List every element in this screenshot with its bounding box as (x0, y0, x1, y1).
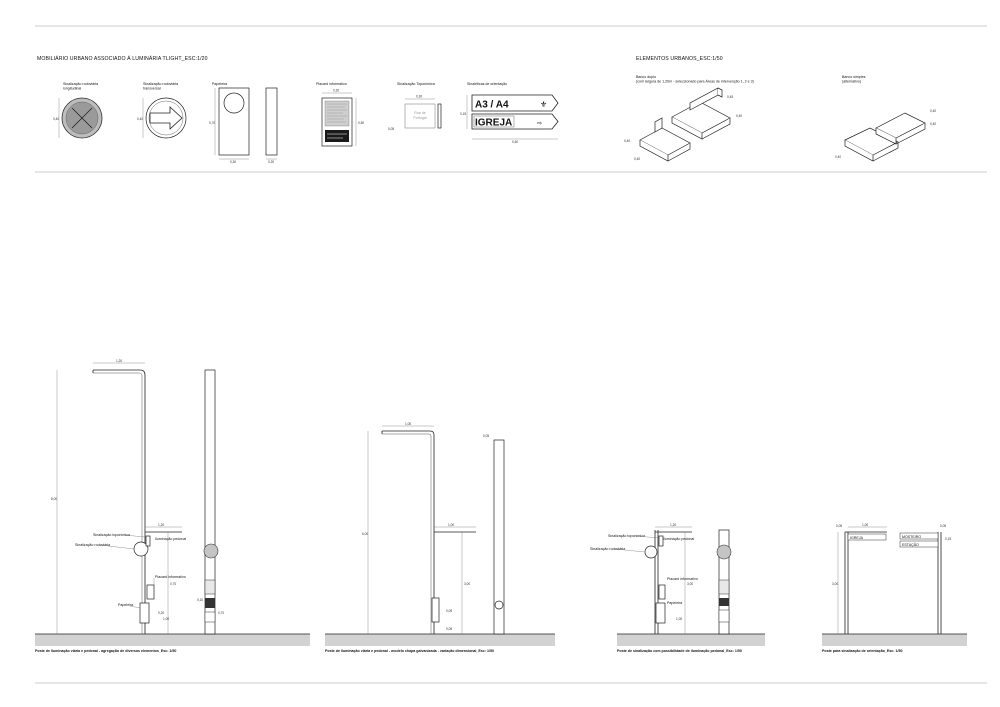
arrow-icon (149, 106, 183, 130)
information-board: Placard informativo 0,30 0,50 (316, 82, 364, 147)
svg-text:3,00: 3,00 (464, 582, 470, 586)
svg-text:6,00: 6,00 (362, 532, 368, 536)
svg-text:A3 / A4: A3 / A4 (475, 100, 509, 111)
svg-text:0,40: 0,40 (634, 157, 640, 161)
svg-text:MOSTEIRO: MOSTEIRO (902, 535, 921, 539)
svg-text:0,40: 0,40 (736, 114, 742, 118)
svg-text:1,20: 1,20 (670, 523, 676, 527)
svg-text:ESTAÇÃO: ESTAÇÃO (902, 542, 919, 547)
svg-text:0,50: 0,50 (358, 121, 364, 125)
svg-text:0,05: 0,05 (388, 127, 394, 131)
elevation-2-galvanized-pole: 1,00 6,00 1,00 3,00 0,05 0,05 0,05 (362, 422, 505, 635)
svg-text:3,00: 3,00 (832, 582, 838, 586)
elevation-3-caption: Poste de sinalização com possibilidade d… (617, 649, 742, 653)
svg-text:1,20: 1,20 (158, 523, 164, 527)
svg-text:(com largura de 1,20m - selecc: (com largura de 1,20m - seleccionado par… (636, 80, 754, 84)
pedestrian-icon: ⇨ (537, 121, 542, 127)
svg-text:Placard informativo: Placard informativo (667, 577, 698, 581)
svg-text:Iluminação pedonal: Iluminação pedonal (663, 537, 694, 541)
svg-text:Placard informativo: Placard informativo (316, 82, 347, 86)
svg-text:3,00: 3,00 (687, 582, 693, 586)
svg-text:0,70: 0,70 (209, 121, 215, 125)
svg-text:0,30: 0,30 (230, 160, 236, 164)
svg-text:0,05: 0,05 (446, 627, 452, 631)
svg-text:Sinalização rodoviária: Sinalização rodoviária (590, 547, 625, 551)
svg-text:0,05: 0,05 (446, 609, 452, 613)
svg-text:Papeleira: Papeleira (212, 82, 227, 86)
svg-text:0,40: 0,40 (53, 117, 59, 121)
svg-text:1,00: 1,00 (163, 617, 169, 621)
svg-text:0,05: 0,05 (836, 524, 842, 528)
svg-text:8,00: 8,00 (51, 497, 57, 501)
svg-text:0,30: 0,30 (416, 95, 422, 99)
svg-text:Banco simples: Banco simples (842, 75, 866, 79)
svg-text:Sinalização Toponímica: Sinalização Toponímica (397, 82, 435, 86)
svg-text:(alternativo): (alternativo) (842, 80, 861, 84)
svg-text:0,10: 0,10 (197, 598, 203, 602)
elevation-3-signal-pole: 1,20 Sinalização toponímica Iluminação p… (590, 523, 732, 635)
svg-text:Iluminação pedonal: Iluminação pedonal (155, 537, 186, 541)
svg-text:Placard informativo: Placard informativo (155, 575, 186, 579)
svg-text:1,00: 1,00 (862, 523, 868, 527)
svg-text:0,15: 0,15 (460, 112, 466, 116)
svg-text:0,05: 0,05 (940, 524, 946, 528)
svg-text:0,70: 0,70 (218, 611, 224, 615)
svg-text:0,40: 0,40 (624, 139, 630, 143)
svg-text:Sinalização toponímica: Sinalização toponímica (608, 534, 645, 538)
svg-text:Rua de: Rua de (414, 111, 426, 115)
svg-text:Papeleira: Papeleira (667, 601, 682, 605)
urban-section-title: ELEMENTOS URBANOS_ESC:1/50 (636, 56, 723, 62)
svg-text:IGREJA: IGREJA (850, 536, 864, 540)
svg-text:1,00: 1,00 (676, 617, 682, 621)
svg-text:1,20: 1,20 (116, 359, 122, 363)
svg-text:1,00: 1,00 (405, 422, 411, 426)
orientation-signs: Sinaléticas de orientação A3 / A4 ⚜ IGRE… (460, 82, 559, 144)
svg-text:transversal: transversal (143, 87, 161, 91)
double-bench: Banco duplo (com largura de 1,20m - sele… (624, 75, 754, 162)
svg-text:0,30: 0,30 (333, 89, 339, 93)
svg-text:0,40: 0,40 (137, 117, 143, 121)
svg-text:1,00: 1,00 (448, 523, 454, 527)
svg-text:0,40: 0,40 (835, 155, 841, 159)
elevation-4-orientation-pole: IGREJA 0,05 1,00 3,00 MOSTEIRO ESTAÇÃO 0… (832, 523, 951, 634)
sign-longitudinal: Sinalização rodoviária longitudinal 0,40 (53, 82, 103, 139)
svg-text:longitudinal: longitudinal (63, 87, 81, 91)
svg-text:0,60: 0,60 (512, 140, 518, 144)
church-icon: ⚜ (540, 100, 547, 109)
svg-text:Sinalização rodoviária: Sinalização rodoviária (143, 82, 178, 86)
svg-text:0,45: 0,45 (727, 95, 733, 99)
svg-text:0,40: 0,40 (930, 109, 936, 113)
elevation-1-caption: Poste de Iluminação viária e pedonal - a… (35, 649, 176, 653)
elevation-4-caption: Poste para sinalização de orientação_Esc… (822, 649, 903, 653)
svg-text:IGREJA: IGREJA (475, 118, 512, 129)
litter-bin: Papeleira 0,70 0,30 0,20 (209, 82, 278, 164)
top-section-title: MOBILIÁRIO URBANO ASSOCIADO Á LUMINÁRIA … (37, 55, 208, 62)
elevation-1-aggregated-pole: 1,20 8,00 1,20 Sinalização toponímica Si… (51, 359, 224, 635)
svg-text:Papeleira: Papeleira (118, 603, 133, 607)
svg-text:Portugal: Portugal (413, 116, 427, 120)
svg-text:Sinalização rodoviária: Sinalização rodoviária (63, 82, 98, 86)
svg-text:Sinalização rodoviária: Sinalização rodoviária (75, 543, 110, 547)
svg-text:0,20: 0,20 (268, 160, 274, 164)
svg-text:Sinalização toponímica: Sinalização toponímica (93, 533, 130, 537)
svg-text:0,40: 0,40 (930, 122, 936, 126)
single-bench: Banco simples (alternativo) 0,40 0,40 0,… (835, 75, 936, 162)
toponymic-sign: Sinalização Toponímica 0,30 Rua de Portu… (388, 82, 442, 131)
ground-lines (35, 633, 967, 646)
svg-text:0,15: 0,15 (945, 537, 951, 541)
sign-transversal: Sinalização rodoviária transversal 0,40 (137, 82, 187, 139)
svg-text:Banco duplo: Banco duplo (636, 75, 656, 79)
svg-text:0,70: 0,70 (170, 582, 176, 586)
svg-text:0,05: 0,05 (483, 434, 489, 438)
svg-text:Sinaléticas de orientação: Sinaléticas de orientação (467, 82, 507, 86)
svg-text:0,20: 0,20 (158, 611, 164, 615)
elevation-2-caption: Poste de iluminação viária e pedonal - m… (325, 649, 494, 653)
